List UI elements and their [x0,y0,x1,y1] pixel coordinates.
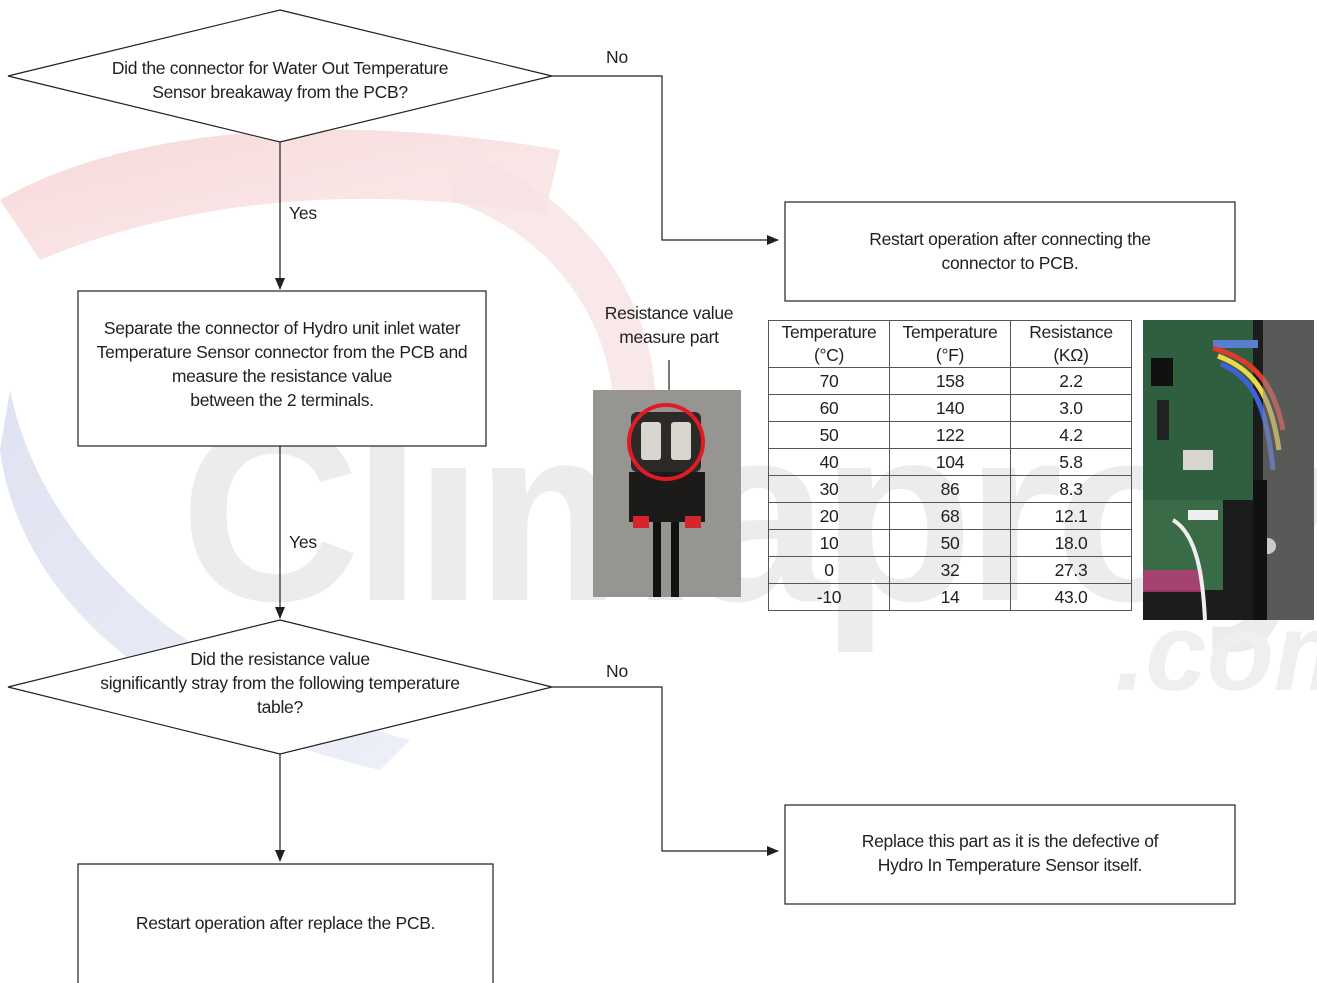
table-cell: 32 [889,556,1011,584]
result-1-text: Restart operation after connecting the c… [869,229,1151,273]
table-cell: 12.1 [1010,502,1132,530]
result-2-box [784,804,1236,905]
table-cell: 140 [889,394,1011,422]
connector-photo [593,390,741,597]
header-fahrenheit: Temperature [889,320,1011,344]
decision-2-text: Did the resistance value significantly s… [100,649,460,717]
table-row: 50 122 4.2 [768,421,1132,449]
table-cell: 104 [889,448,1011,476]
table-cell: 30 [768,475,890,503]
table-row: 30 86 8.3 [768,475,1132,503]
no-arrow-2 [552,686,779,856]
table-cell: 0 [768,556,890,584]
table-row: 70 158 2.2 [768,367,1132,395]
no-arrow-1 [552,75,779,245]
result-3-box [77,863,494,983]
table-cell: 50 [768,421,890,449]
header-resistance: Resistance [1010,320,1132,344]
decision-1-yes-label: Yes [289,203,317,223]
header-fahrenheit-unit: (°F) [889,344,1011,368]
header-celsius-unit: (°C) [768,344,890,368]
table-header-row: Temperature Temperature Resistance [768,320,1132,344]
table-cell: -10 [768,583,890,611]
decision-1-text: Did the connector for Water Out Temperat… [111,58,449,102]
table-row: 20 68 12.1 [768,502,1132,530]
table-cell: 60 [768,394,890,422]
table-cell: 68 [889,502,1011,530]
header-celsius: Temperature [768,320,890,344]
table-cell: 3.0 [1010,394,1132,422]
table-cell: 70 [768,367,890,395]
table-header-unit-row: (°C) (°F) (KΩ) [768,344,1132,368]
table-cell: 43.0 [1010,583,1132,611]
table-cell: 4.2 [1010,421,1132,449]
resistance-table: Temperature Temperature Resistance (°C) … [768,320,1132,611]
step-1-box [77,290,487,447]
decision-2-no-label: No [606,661,628,681]
table-row: 60 140 3.0 [768,394,1132,422]
table-cell: 27.3 [1010,556,1132,584]
photo-caption: Resistance value measure part [604,303,734,347]
table-cell: 122 [889,421,1011,449]
table-row: 10 50 18.0 [768,529,1132,557]
measure-point-highlight [627,403,705,481]
table-cell: 158 [889,367,1011,395]
table-cell: 10 [768,529,890,557]
table-row: 40 104 5.8 [768,448,1132,476]
decision-1-no-label: No [606,47,628,67]
result-1-box [784,201,1236,302]
result-2-text: Replace this part as it is the defective… [861,831,1159,875]
step-1-yes-label: Yes [289,532,317,552]
table-cell: 2.2 [1010,367,1132,395]
header-resistance-unit: (KΩ) [1010,344,1132,368]
pcb-photo [1143,320,1314,620]
table-cell: 20 [768,502,890,530]
table-cell: 50 [889,529,1011,557]
table-cell: 14 [889,583,1011,611]
table-cell: 8.3 [1010,475,1132,503]
result-3-text: Restart operation after replace the PCB. [135,913,436,933]
table-row: 0 32 27.3 [768,556,1132,584]
table-cell: 18.0 [1010,529,1132,557]
table-cell: 40 [768,448,890,476]
step-1-text: Separate the connector of Hydro unit inl… [96,318,468,410]
table-cell: 5.8 [1010,448,1132,476]
table-row: -10 14 43.0 [768,583,1132,611]
table-cell: 86 [889,475,1011,503]
